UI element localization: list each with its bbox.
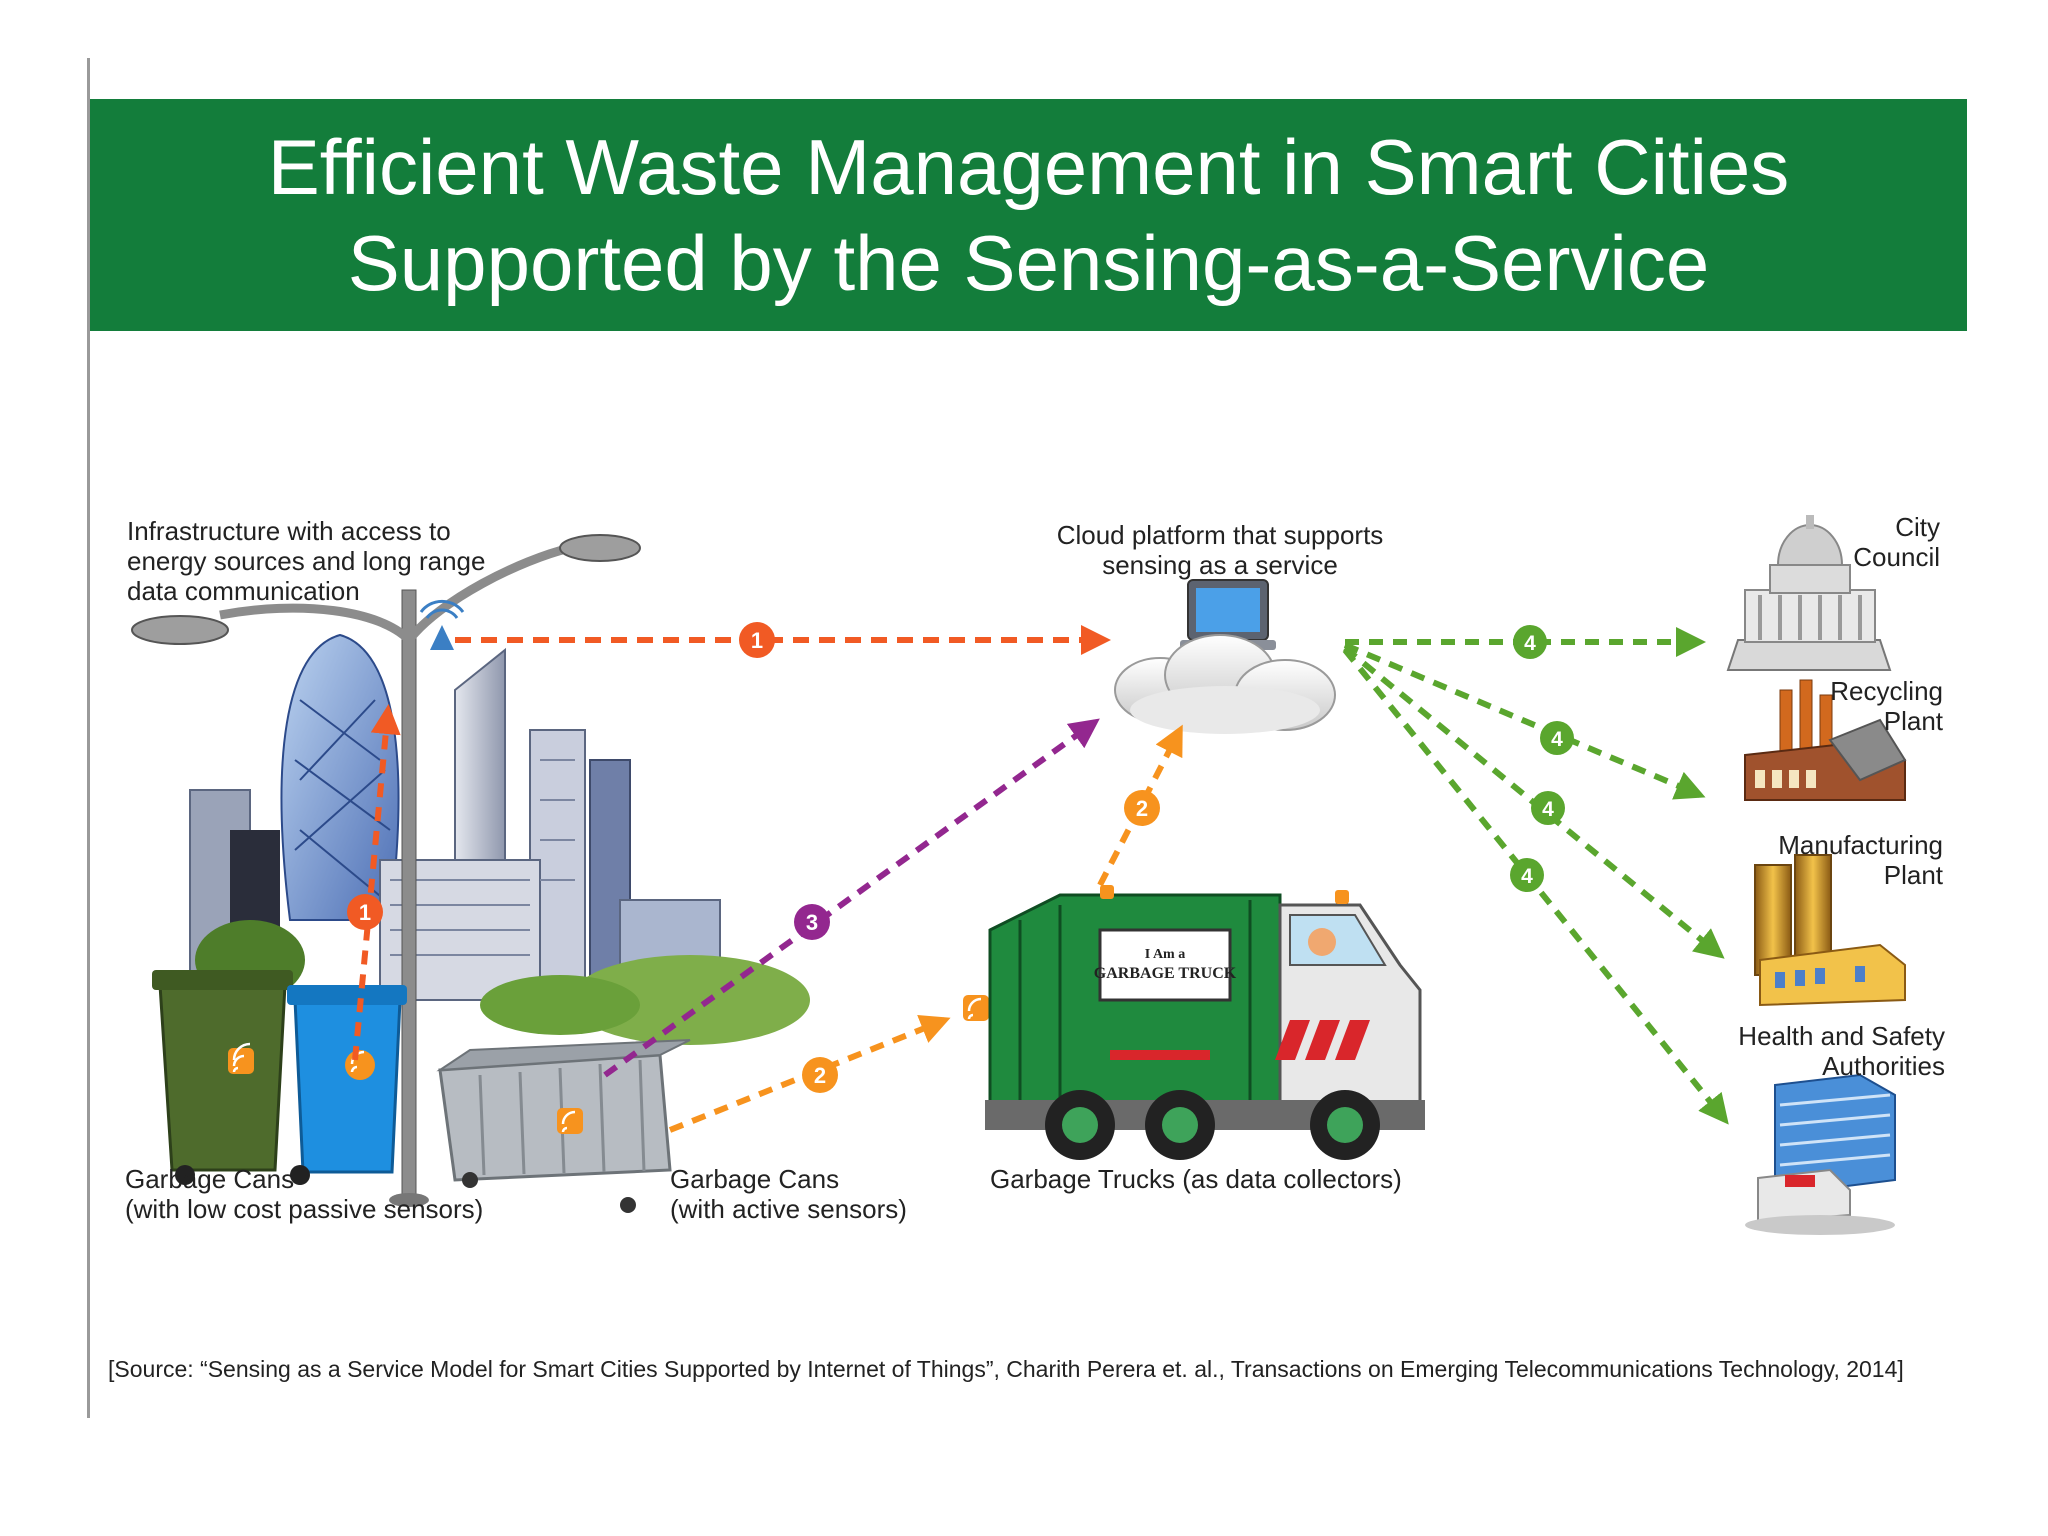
step-4-label-b: 4 (1551, 728, 1563, 751)
step-2-label-upper: 2 (1136, 796, 1148, 821)
green-bin-icon (152, 970, 293, 1185)
passive-cans-label-line-1: Garbage Cans (125, 1164, 483, 1194)
step-1-label-vertical: 1 (359, 900, 371, 925)
blue-bin-icon (287, 985, 407, 1185)
infrastructure-label: Infrastructure with access to energy sou… (127, 516, 485, 606)
manufacturing-plant-label-line-2: Plant (1740, 860, 1943, 890)
hospital-icon (1745, 1075, 1895, 1235)
cloud-label: Cloud platform that supports sensing as … (1030, 520, 1410, 580)
cloud-label-line-1: Cloud platform that supports (1030, 520, 1410, 550)
passive-cans-label: Garbage Cans (with low cost passive sens… (125, 1164, 483, 1224)
cloud-label-line-2: sensing as a service (1030, 550, 1410, 580)
cloud-computer-icon (1115, 580, 1335, 734)
step-4-label-a: 4 (1524, 632, 1536, 655)
sensor-icon-truck (963, 995, 989, 1021)
manufacturing-plant-label-line-1: Manufacturing (1740, 830, 1943, 860)
city-council-label: City Council (1780, 512, 1940, 572)
sensor-icon-blue-bin (345, 1050, 375, 1080)
active-cans-label: Garbage Cans (with active sensors) (670, 1164, 907, 1224)
infrastructure-label-line-1: Infrastructure with access to (127, 516, 485, 546)
sensor-icon-dumpster (557, 1108, 583, 1134)
infrastructure-label-line-2: energy sources and long range (127, 546, 485, 576)
city-council-label-line-1: City (1780, 512, 1940, 542)
step-2-label-lower: 2 (814, 1063, 826, 1088)
active-cans-label-line-1: Garbage Cans (670, 1164, 907, 1194)
truck-sign-line-2: GARBAGE TRUCK (1094, 965, 1237, 982)
infrastructure-label-line-3: data communication (127, 576, 485, 606)
health-safety-label-line-1: Health and Safety (1700, 1021, 1945, 1051)
health-safety-label-line-2: Authorities (1700, 1051, 1945, 1081)
recycling-plant-label-line-2: Plant (1780, 706, 1943, 736)
step-1-label-horizontal: 1 (751, 628, 763, 653)
recycling-plant-label: Recycling Plant (1780, 676, 1943, 736)
city-council-label-line-2: Council (1780, 542, 1940, 572)
sensor-icon-green-bin (228, 1044, 254, 1074)
step-3-label: 3 (806, 910, 818, 935)
truck-sign-line-1: I Am a (1145, 947, 1185, 962)
garbage-trucks-label: Garbage Trucks (as data collectors) (990, 1164, 1402, 1194)
passive-cans-label-line-2: (with low cost passive sensors) (125, 1194, 483, 1224)
manufacturing-plant-label: Manufacturing Plant (1740, 830, 1943, 890)
health-safety-label: Health and Safety Authorities (1700, 1021, 1945, 1081)
source-citation: [Source: “Sensing as a Service Model for… (108, 1354, 1958, 1384)
active-cans-label-line-2: (with active sensors) (670, 1194, 907, 1224)
step-4-label-d: 4 (1521, 865, 1533, 888)
step-4-label-c: 4 (1542, 798, 1554, 821)
recycling-plant-label-line-1: Recycling (1780, 676, 1943, 706)
garbage-truck-icon (985, 885, 1425, 1160)
